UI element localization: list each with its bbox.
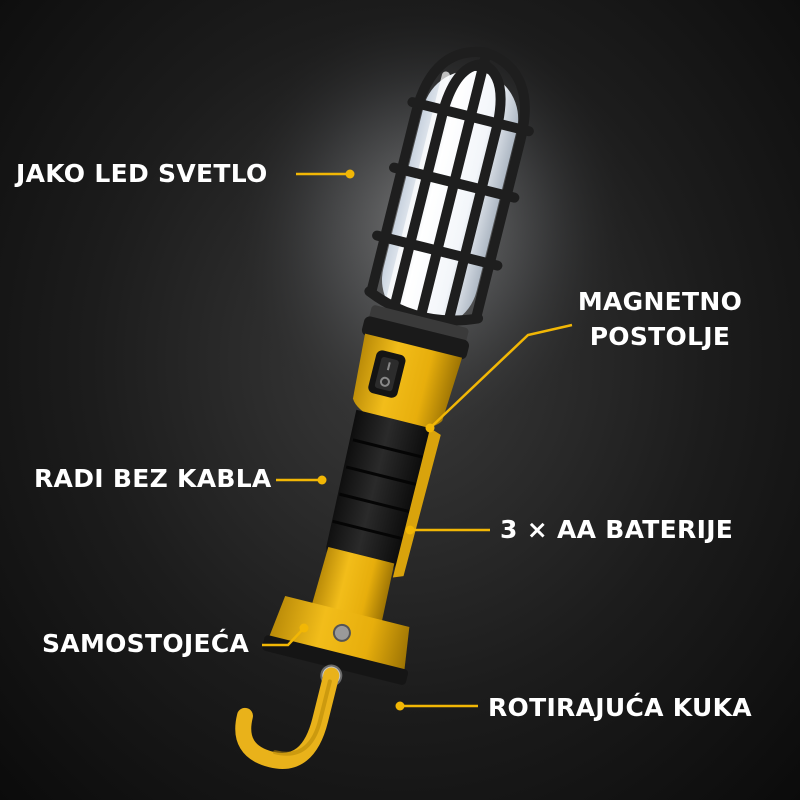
callout-magnetic-line2: POSTOLJE: [589, 322, 731, 351]
dot-cordless: [317, 475, 327, 485]
line-magnetic: [429, 323, 573, 429]
magnetic-base: [262, 596, 410, 685]
power-switch: [368, 350, 406, 398]
callout-lines: [262, 172, 573, 708]
work-lamp: [235, 46, 534, 769]
rotating-hook: [235, 664, 343, 769]
dot-freestanding: [299, 623, 309, 633]
dot-batteries: [405, 525, 415, 535]
callout-led-light: JAKO LED SVETLO: [16, 159, 268, 188]
callout-cordless: RADI BEZ KABLA: [34, 464, 272, 493]
dot-led: [345, 169, 355, 179]
callout-rotating-hook: ROTIRAJUĆA KUKA: [488, 693, 752, 722]
line-freestanding: [262, 627, 305, 647]
handle-lower: [311, 547, 395, 623]
dot-hook: [395, 701, 405, 711]
grip-ridges: [332, 438, 424, 541]
callout-freestanding: SAMOSTOJEĆA: [42, 629, 250, 658]
lamp-collar: [369, 305, 469, 344]
callout-magnetic-base: MAGNETNO POSTOLJE: [566, 284, 754, 354]
callout-dots: [299, 169, 435, 711]
callout-batteries: 3 × AA BATERIJE: [500, 515, 734, 544]
protective-cage: [364, 46, 534, 326]
dot-magnetic: [425, 423, 435, 433]
callout-magnetic-line1: MAGNETNO: [577, 287, 743, 316]
